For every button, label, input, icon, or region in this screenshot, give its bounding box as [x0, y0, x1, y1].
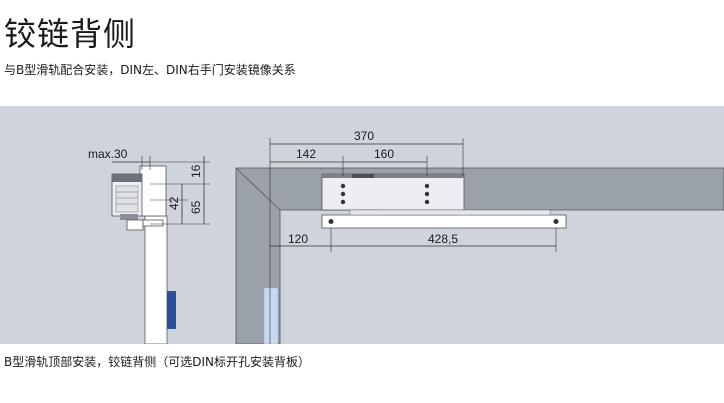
door-leaf — [144, 215, 168, 344]
side-view — [111, 156, 210, 344]
front-view — [235, 138, 724, 344]
frame-section — [139, 165, 167, 217]
technical-drawing: max.30 16 42 65 370 142 160 120 428,5 — [0, 106, 724, 344]
door-edge — [263, 287, 279, 344]
dim-160: 160 — [374, 147, 394, 161]
closer-side-cap — [112, 174, 142, 182]
rail-end-inner — [142, 219, 164, 227]
dim-120: 120 — [288, 232, 308, 246]
dim-16: 16 — [189, 164, 203, 178]
door-frame — [235, 167, 724, 344]
dim-428-5: 428,5 — [428, 232, 458, 246]
rail-end — [126, 219, 144, 231]
page-subtitle: 与B型滑轨配合安装，DIN左、DIN右手门安装镜像关系 — [4, 63, 296, 77]
blue-pivot — [167, 291, 176, 329]
drawing-svg: max.30 16 42 65 370 142 160 120 428,5 — [88, 129, 724, 344]
dim-42: 42 — [167, 196, 181, 210]
dim-65: 65 — [189, 200, 203, 214]
dim-max30: max.30 — [88, 147, 128, 161]
dim-142: 142 — [296, 147, 316, 161]
slide-rail — [321, 214, 567, 229]
page-title: 铰链背侧 — [4, 15, 137, 53]
figure-caption: B型滑轨顶部安装，铰链背侧（可选DIN标开孔安装背板） — [4, 355, 310, 369]
dim-370: 370 — [354, 129, 374, 143]
